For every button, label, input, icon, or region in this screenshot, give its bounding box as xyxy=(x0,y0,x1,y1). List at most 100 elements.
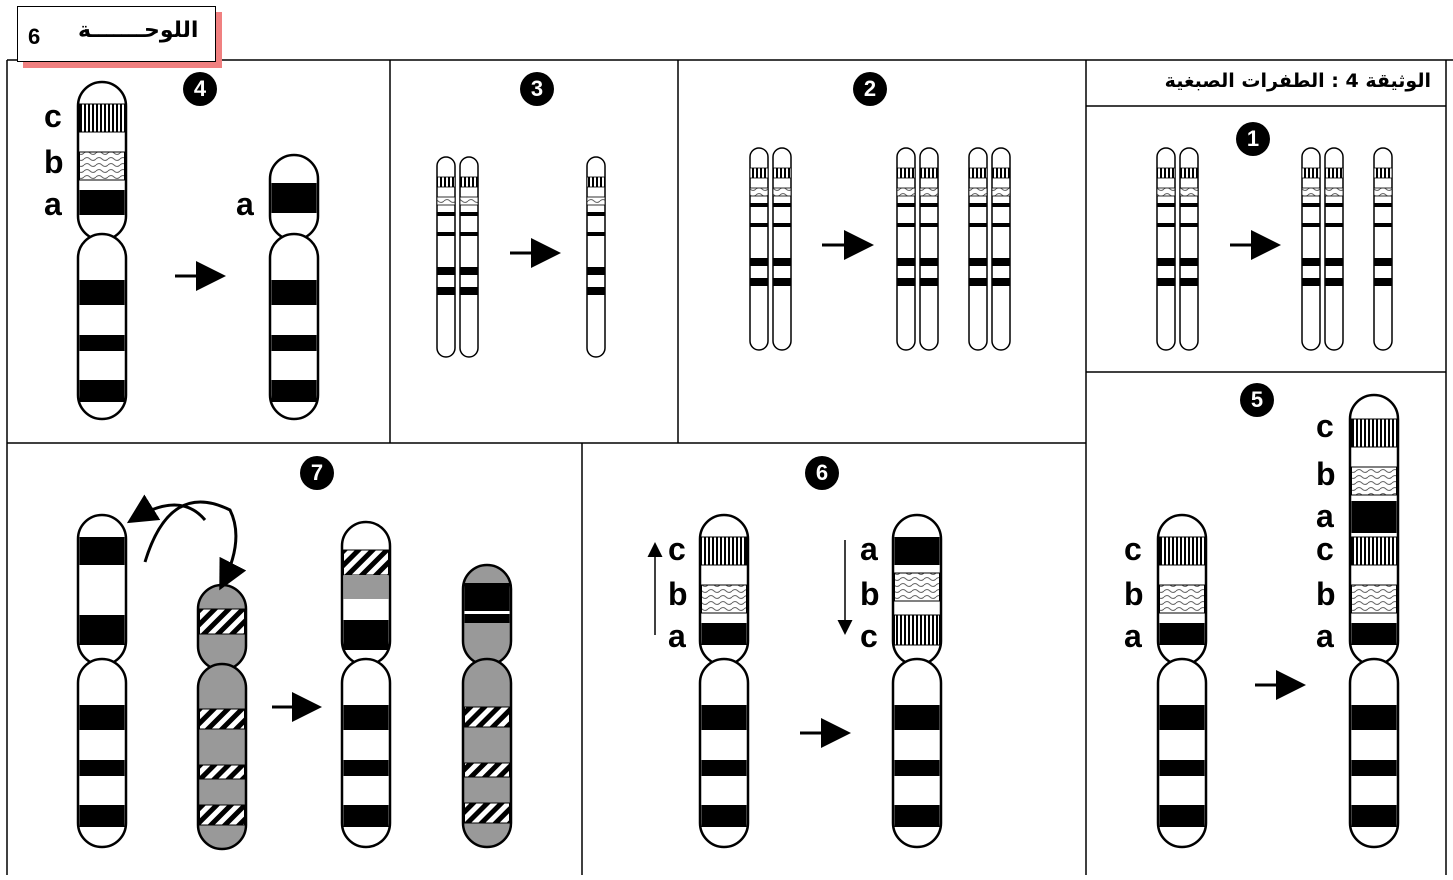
band xyxy=(895,805,940,827)
band xyxy=(460,287,478,295)
band-b xyxy=(920,188,938,196)
thin-chromosome xyxy=(920,148,938,350)
band xyxy=(80,280,125,305)
band xyxy=(437,232,455,236)
band xyxy=(80,380,125,402)
panel-number-1: 1 xyxy=(1236,122,1270,156)
band xyxy=(80,705,125,730)
band-c xyxy=(1352,419,1397,447)
band-b xyxy=(1325,188,1343,196)
band-c xyxy=(1374,168,1392,178)
band xyxy=(1302,278,1320,286)
band xyxy=(969,278,987,286)
band-b xyxy=(1157,188,1175,196)
band xyxy=(750,278,768,286)
band xyxy=(1180,278,1198,286)
p4-normal xyxy=(78,82,126,419)
band xyxy=(1374,278,1392,286)
thin-chromosome xyxy=(897,148,915,350)
thin-chromosome xyxy=(773,148,791,350)
band xyxy=(1160,805,1205,827)
thin-chromosome xyxy=(750,148,768,350)
band-hatch xyxy=(465,707,510,727)
band xyxy=(460,267,478,275)
band-b xyxy=(897,188,915,196)
thin-chromosome xyxy=(1157,148,1175,350)
band-a xyxy=(895,537,940,565)
band xyxy=(272,335,317,351)
band xyxy=(1325,203,1343,207)
p4-right-label-a: a xyxy=(236,188,254,220)
band xyxy=(969,203,987,207)
p7-result-a xyxy=(342,522,390,847)
band xyxy=(587,212,605,216)
p6-right-label-b: b xyxy=(860,578,880,610)
band xyxy=(437,287,455,295)
band-c xyxy=(1160,537,1205,565)
p7-donor xyxy=(78,515,126,847)
band-b xyxy=(1374,188,1392,196)
panel-number-2: 2 xyxy=(853,72,887,106)
band-c xyxy=(1352,537,1397,565)
band-b xyxy=(1160,585,1205,613)
band-a xyxy=(1160,623,1205,645)
band-b xyxy=(1180,188,1198,196)
band xyxy=(773,223,791,227)
band xyxy=(920,203,938,207)
band xyxy=(1325,223,1343,227)
band xyxy=(1180,203,1198,207)
band-hatch xyxy=(465,763,510,777)
band-b xyxy=(460,197,478,205)
band-c xyxy=(920,168,938,178)
band xyxy=(773,278,791,286)
panel-number-3: 3 xyxy=(520,72,554,106)
band xyxy=(897,278,915,286)
band-b xyxy=(969,188,987,196)
p5-duplicated xyxy=(1350,395,1398,847)
band xyxy=(1374,203,1392,207)
band xyxy=(344,620,389,650)
band xyxy=(969,258,987,266)
band-b xyxy=(437,197,455,205)
band-hatch xyxy=(200,609,245,634)
band xyxy=(897,223,915,227)
p5-left-label-b: b xyxy=(1124,578,1144,610)
thin-chromosome xyxy=(587,157,605,357)
band-hatch xyxy=(200,765,245,779)
band xyxy=(1160,705,1205,730)
document-title: الوثيقة 4 : الطفرات الصبغية xyxy=(1165,70,1431,92)
band xyxy=(1157,278,1175,286)
band-b xyxy=(1352,467,1397,495)
band xyxy=(1352,805,1397,827)
band xyxy=(1160,760,1205,776)
panel-number-7: 7 xyxy=(300,456,334,490)
band-a xyxy=(272,183,317,213)
p5-right-label-a1: a xyxy=(1316,500,1334,532)
band xyxy=(1180,258,1198,266)
board-label: 6 اللوحـــــــة xyxy=(17,6,216,62)
thin-chromosome xyxy=(1374,148,1392,350)
band xyxy=(80,760,125,776)
line xyxy=(465,611,510,614)
band-c xyxy=(897,168,915,178)
band xyxy=(1374,258,1392,266)
band-hatch xyxy=(465,803,510,823)
band xyxy=(587,287,605,295)
band-c xyxy=(1157,168,1175,178)
band xyxy=(460,212,478,216)
band xyxy=(992,223,1010,227)
thin-chromosome xyxy=(1302,148,1320,350)
band xyxy=(1325,258,1343,266)
p4-left-label-c: c xyxy=(44,100,62,132)
thin-chromosome xyxy=(1180,148,1198,350)
p6-left-label-c: c xyxy=(668,533,686,565)
band xyxy=(702,805,747,827)
grey xyxy=(344,575,389,599)
band-c xyxy=(702,537,747,565)
band xyxy=(750,203,768,207)
band xyxy=(437,212,455,216)
thin-chromosome xyxy=(437,157,455,357)
band-b xyxy=(587,197,605,205)
band xyxy=(992,258,1010,266)
